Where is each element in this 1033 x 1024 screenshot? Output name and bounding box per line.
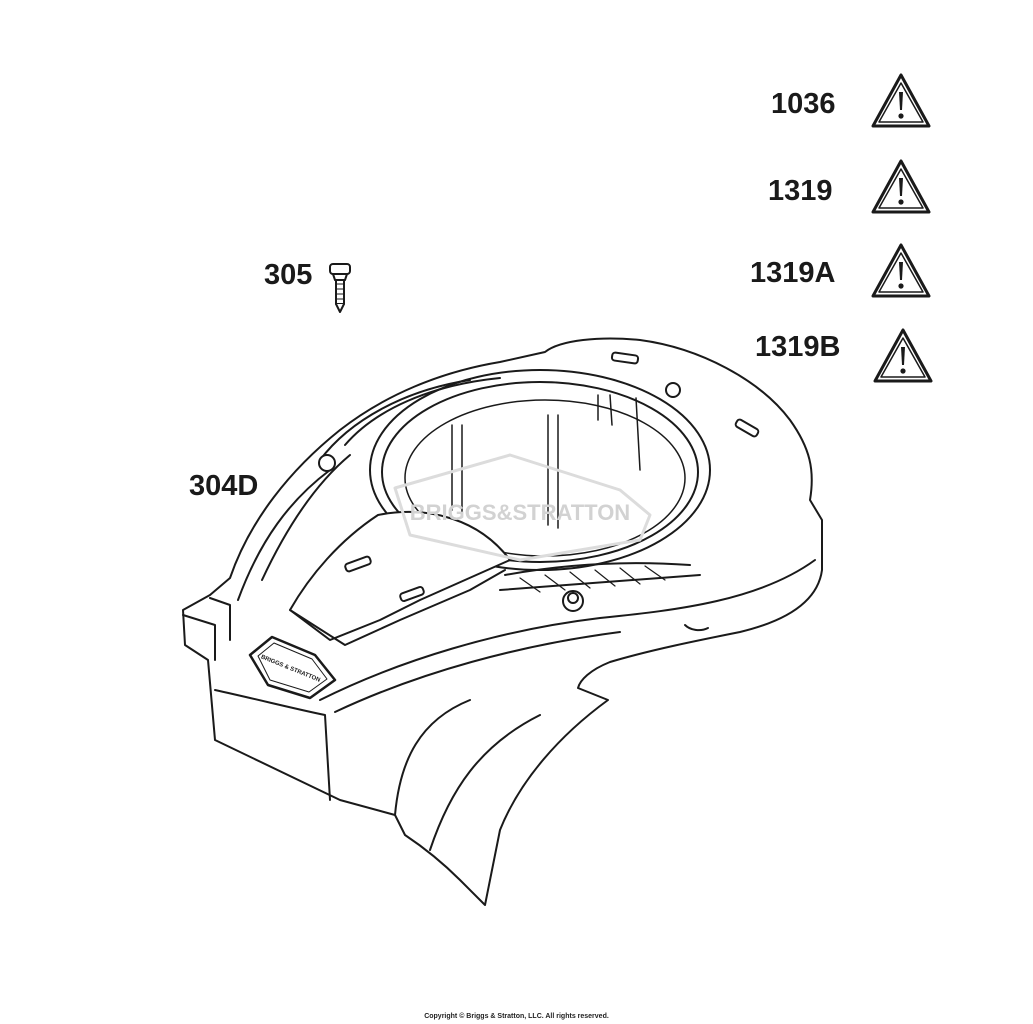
warning-triangle-icon — [871, 243, 931, 298]
callout-304d: 304D — [189, 470, 259, 502]
callout-1319a: 1319A — [750, 257, 836, 289]
screw-305 — [329, 263, 351, 313]
warning-triangle-icon — [871, 73, 931, 128]
copyright-notice: Copyright © Briggs & Stratton, LLC. All … — [424, 1013, 609, 1020]
callout-1319b: 1319B — [755, 331, 841, 363]
brand-badge: BRIGGS & STRATTON — [248, 635, 337, 700]
watermark: BRIGGS&STRATTON — [393, 453, 652, 562]
watermark-text: BRIGGS&STRATTON — [410, 500, 630, 525]
callout-305: 305 — [264, 259, 313, 291]
callout-1036: 1036 — [771, 88, 836, 120]
warning-triangle-icon — [873, 328, 933, 383]
callout-1319: 1319 — [768, 175, 833, 207]
warning-triangle-icon — [871, 159, 931, 214]
